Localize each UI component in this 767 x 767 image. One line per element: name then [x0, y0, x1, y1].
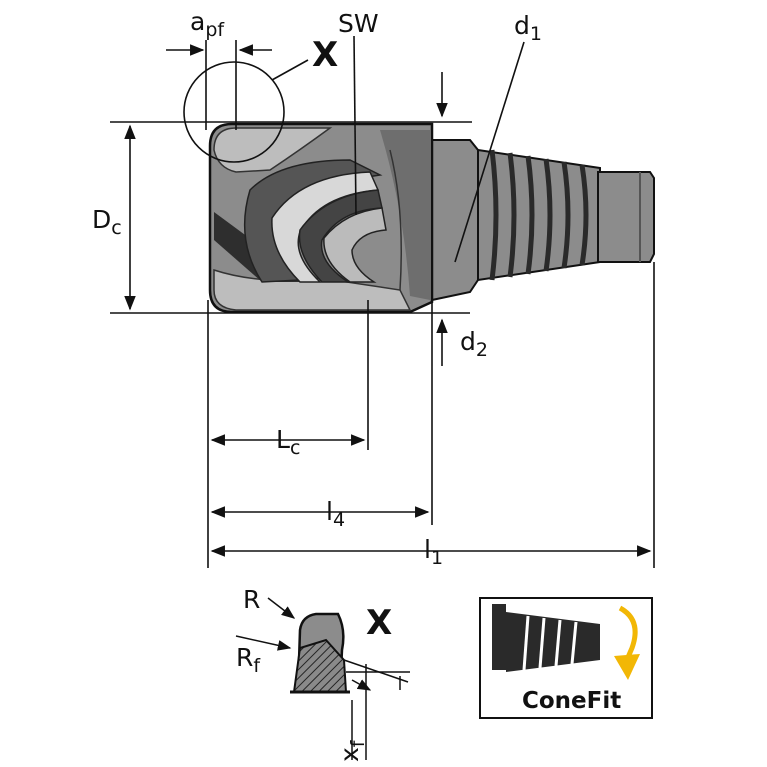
rf-label: Rf — [236, 643, 261, 677]
lc-label: Lc — [276, 425, 300, 459]
tool-head — [208, 122, 655, 314]
dimension-labels: apf X SW d1 Dc d2 Lc l4 l1 — [92, 7, 542, 569]
xf-label: xf — [335, 739, 369, 762]
sw-label: SW — [338, 9, 379, 38]
l4-label: l4 — [326, 497, 345, 531]
tool-shank-neck — [431, 139, 479, 302]
l1-label: l1 — [424, 535, 443, 569]
shank-end — [597, 171, 655, 263]
rotation-arrow-icon — [618, 605, 638, 663]
detail-x-title: X — [366, 603, 392, 643]
dimension-lines — [110, 35, 655, 568]
conefit-logo: ConeFit — [479, 597, 653, 719]
detail-x-marker-top: X — [312, 35, 338, 75]
conefit-logo-text: ConeFit — [522, 688, 621, 714]
r-label: R — [243, 585, 260, 614]
d2-label: d2 — [460, 327, 488, 361]
detail-x: R Rf X xf — [235, 585, 410, 762]
dc-label: Dc — [92, 205, 122, 239]
thread-grooves — [489, 149, 589, 281]
d1-label: d1 — [514, 11, 542, 45]
apf-label: apf — [190, 7, 225, 41]
